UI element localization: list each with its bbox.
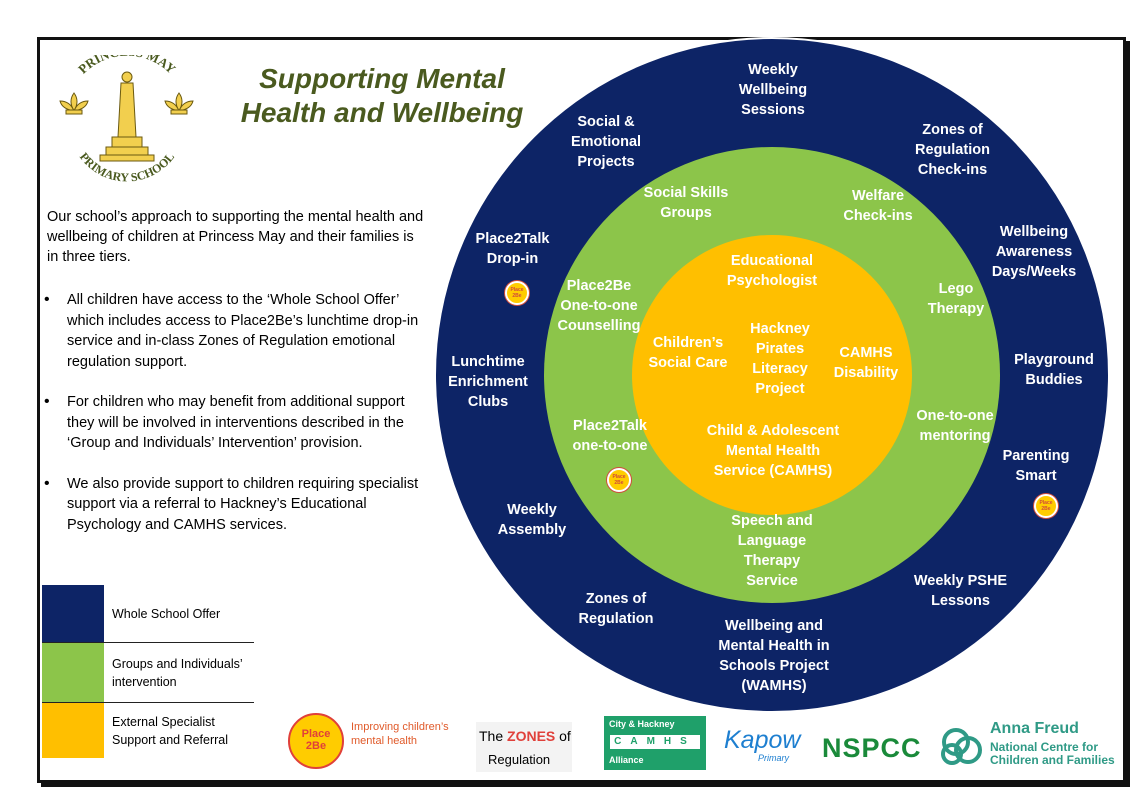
zones-of-regulation-logo: The ZONES of Regulation	[476, 722, 572, 772]
label-awareness-days: Wellbeing Awareness Days/Weeks	[991, 224, 1077, 280]
anna-freud-title: Anna Freud	[990, 720, 1079, 737]
label-hackney-pirates: Hackney Pirates Literacy Project	[750, 321, 810, 397]
intro-paragraph: Our school’s approach to supporting the …	[47, 209, 424, 265]
zones-regulation: Regulation	[488, 752, 551, 767]
label-ed-psych: Educational Psychologist	[726, 253, 818, 289]
label-lego-therapy: Lego Therapy	[927, 281, 985, 317]
label-one-to-one-mentoring: One-to-one mentoring	[916, 408, 994, 444]
anna-freud-line2: National Centre for	[990, 740, 1099, 754]
place2be-tagline: Improving children’s mental health	[351, 721, 449, 747]
place2be-badge-icon: Place 2Be	[607, 468, 631, 492]
label-camhs: Child & Adolescent Mental Health Service…	[706, 423, 840, 479]
camhs-alliance-logo: City & Hackney CAMHS Alliance	[604, 716, 706, 770]
zones-the: The	[479, 728, 504, 744]
bullet-groups: For children who may benefit from additi…	[44, 392, 432, 454]
kapow-logo: Kapow Primary	[724, 726, 806, 770]
anna-freud-logo: Anna Freud National Centre for Children …	[938, 720, 1124, 770]
label-weekly-pshe: Weekly PSHE Lessons	[913, 573, 1008, 609]
label-social-care: Children’s Social Care	[648, 335, 728, 371]
label-place2talk-one: Place2Talk one-to-one	[572, 418, 648, 454]
page-title: Supporting Mental Health and Wellbeing	[240, 63, 524, 128]
label-lunchtime-clubs: Lunchtime Enrichment Clubs	[448, 354, 528, 410]
place2be-mark: Place 2Be	[301, 728, 331, 752]
label-place2be-counselling: Place2Be One-to-one Counselling	[557, 278, 641, 334]
bullet-whole-school: All children have access to the ‘Whole S…	[44, 290, 432, 372]
camhs-bottom: Alliance	[609, 755, 644, 765]
legend-label: Groups and Individuals’ intervention	[112, 656, 243, 689]
label-zones-regulation: Zones of Regulation	[578, 591, 654, 627]
place2be-badge-icon: Place 2Be	[505, 281, 529, 305]
place2be-logo: Place 2Be Improving children’s mental he…	[287, 712, 452, 770]
label-zones-checkins: Zones of Regulation Check-ins	[915, 122, 990, 178]
label-place2talk-dropin: Place2Talk Drop-in	[475, 231, 550, 267]
label-playground-buddies: Playground Buddies	[1014, 352, 1094, 388]
kapow-sub: Primary	[758, 753, 789, 763]
tier-bullet-list: All children have access to the ‘Whole S…	[44, 290, 432, 555]
label-social-emotional: Social & Emotional Projects	[570, 114, 642, 170]
bullet-specialist: We also provide support to children requ…	[44, 474, 432, 536]
nspcc-logo: NSPCC	[822, 733, 922, 763]
tier-legend: Whole School Offer Groups and Individual…	[42, 585, 254, 758]
anna-freud-line3: Children and Families	[990, 753, 1115, 767]
legend-row-specialist: External Specialist Support and Referral	[42, 703, 254, 758]
zones-word: ZONES	[507, 728, 556, 744]
label-wamhs: Wellbeing and Mental Health in Schools P…	[718, 618, 830, 694]
anna-freud-knot-icon	[941, 728, 982, 765]
label-salt: Speech and Language Therapy Service	[731, 513, 813, 589]
place2be-badge-icon: Place 2Be	[1034, 494, 1058, 518]
label-welfare-checkins: Welfare Check-ins	[843, 188, 913, 224]
legend-row-groups: Groups and Individuals’ intervention	[42, 643, 254, 703]
label-social-skills: Social Skills Groups	[643, 185, 729, 221]
label-weekly-wellbeing: Weekly Wellbeing Sessions	[738, 62, 808, 118]
label-parenting-smart: Parenting Smart	[1002, 448, 1070, 484]
zones-of: of	[559, 728, 571, 744]
label-camhs-disability: CAMHS Disability	[833, 345, 899, 381]
place2be-circle-icon	[288, 713, 344, 769]
legend-label: Whole School Offer	[112, 606, 221, 621]
legend-swatch-yellow	[42, 703, 104, 758]
core-circle-specialist	[632, 235, 912, 515]
legend-swatch-green	[42, 643, 104, 702]
legend-row-whole-school: Whole School Offer	[42, 585, 254, 643]
label-weekly-assembly: Weekly Assembly	[497, 502, 567, 538]
legend-swatch-navy	[42, 585, 104, 642]
camhs-letters: CAMHS	[610, 735, 700, 749]
camhs-top: City & Hackney	[609, 719, 675, 729]
kapow-word: Kapow	[724, 726, 801, 754]
legend-label: External Specialist Support and Referral	[112, 714, 229, 747]
